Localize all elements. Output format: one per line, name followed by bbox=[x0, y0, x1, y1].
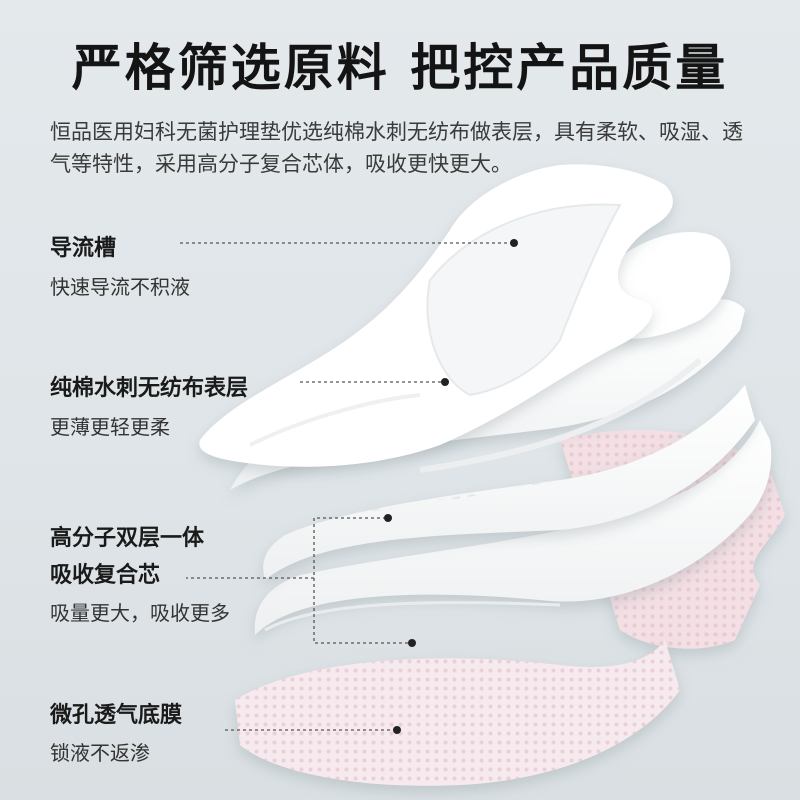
page-title: 严格筛选原料 把控产品质量 bbox=[71, 39, 729, 97]
feature-detail-core: 吸量更大，吸收更多 bbox=[50, 601, 230, 625]
feature-detail-surface: 更薄更轻更柔 bbox=[50, 415, 170, 439]
callout-lines bbox=[180, 242, 512, 731]
feature-name-channel: 导流槽 bbox=[50, 236, 117, 261]
absorbent-core-layer-lower bbox=[254, 420, 772, 635]
absorbent-core-layer-upper bbox=[263, 385, 755, 580]
feature-name-core-line2: 吸收复合芯 bbox=[50, 563, 161, 588]
callout-dots bbox=[384, 239, 518, 734]
feature-name-film: 微孔透气底膜 bbox=[50, 703, 183, 728]
product-description: 恒品医用妇科无菌护理垫优选纯棉水刺无纺布做表层，具有柔软、吸湿、透气等特性，采用… bbox=[50, 120, 743, 176]
feature-name-core-line1: 高分子双层一体 bbox=[50, 526, 205, 551]
feature-detail-channel: 快速导流不积液 bbox=[50, 275, 190, 299]
feature-name-surface: 纯棉水刺无纺布表层 bbox=[50, 376, 249, 401]
feature-detail-film: 锁液不返渗 bbox=[50, 741, 150, 765]
